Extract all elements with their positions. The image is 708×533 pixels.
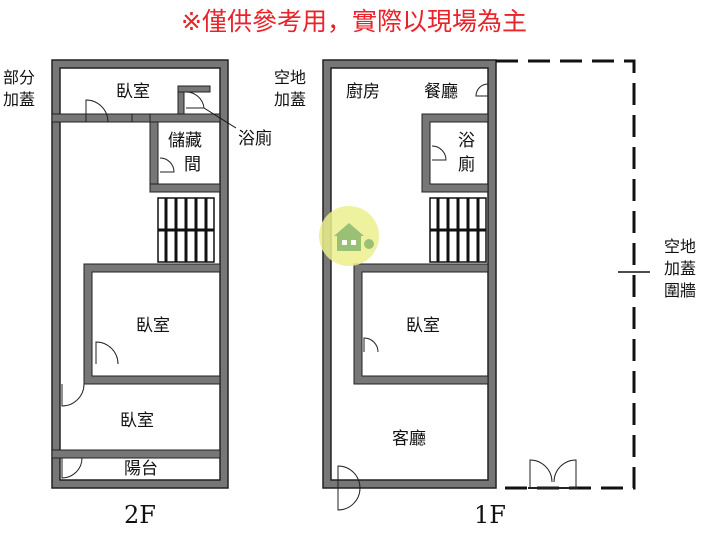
bathroom-callout-label: 浴廁 [238, 128, 272, 149]
vacant-addition-label: 空地 加蓋 [274, 68, 311, 109]
bedroom-label: 臥室 [406, 316, 440, 336]
bathroom-label: 浴 廁 [458, 131, 480, 175]
watermark-house-icon [319, 206, 379, 266]
bathroom-leader-line [203, 107, 237, 129]
gate-door-icon [528, 459, 578, 489]
wall [149, 113, 159, 193]
side-wall-label: 空地 加蓋 圍牆 [664, 237, 701, 300]
wall [177, 85, 211, 93]
floor-2-stairs [157, 197, 215, 263]
door-icon [61, 91, 205, 479]
floor-2-outer-walls [51, 59, 229, 489]
bedroom-middle-label: 臥室 [136, 316, 170, 336]
bedroom-top-label: 臥室 [116, 82, 150, 102]
vacant-lot-boundary [496, 59, 650, 490]
wall [51, 449, 221, 459]
wall [149, 183, 221, 193]
floor-1-caption: 1F [474, 501, 506, 529]
disclaimer-text: ※僅供參考用，實際以現場為主 [181, 7, 527, 36]
middle-bedroom-walls [83, 263, 221, 385]
bedroom-walls [353, 263, 489, 385]
storage-room-label: 儲藏 間 [168, 131, 207, 175]
door-icon [337, 83, 489, 511]
living-room-label: 客廳 [392, 429, 426, 449]
wall [131, 113, 151, 123]
balcony-label: 陽台 [124, 459, 158, 479]
partial-addition-label: 部分 加蓋 [3, 68, 40, 109]
kitchen-label: 廚房 [346, 81, 380, 102]
bathroom-walls [421, 113, 489, 193]
wall [51, 113, 133, 123]
floor-1-stairs [429, 197, 487, 263]
dining-label: 餐廳 [424, 82, 458, 102]
floor-2-plan: 部分 加蓋 臥室 儲藏 間 浴廁 臥室 臥室 陽台 2F [3, 59, 272, 529]
floor-1-outer-walls [322, 59, 497, 489]
floor-1-plan: 空地 加蓋 廚房 餐廳 浴 廁 臥室 客廳 空地 加蓋 圍牆 1F [274, 59, 701, 529]
bedroom-bottom-label: 臥室 [120, 411, 154, 431]
floor-2-caption: 2F [124, 501, 156, 529]
wall [149, 113, 221, 123]
